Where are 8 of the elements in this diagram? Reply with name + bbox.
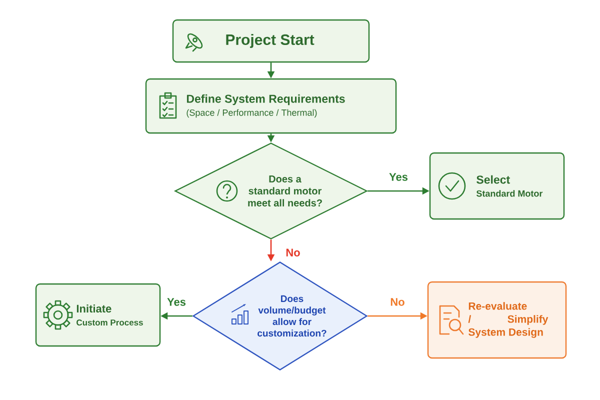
process-box: Select Standard Motor xyxy=(429,152,565,220)
edge-label: Yes xyxy=(388,172,409,182)
edge-label: Yes xyxy=(166,297,187,307)
process-box: Re-evaluate / Simplify System Design xyxy=(427,281,567,359)
edge-label: No xyxy=(389,297,406,307)
process-box: Define System Requirements (Space / Performance / Thermal) xyxy=(145,78,397,134)
process-box: Project Start xyxy=(172,19,370,63)
process-box: Initiate Custom Process xyxy=(35,283,161,347)
